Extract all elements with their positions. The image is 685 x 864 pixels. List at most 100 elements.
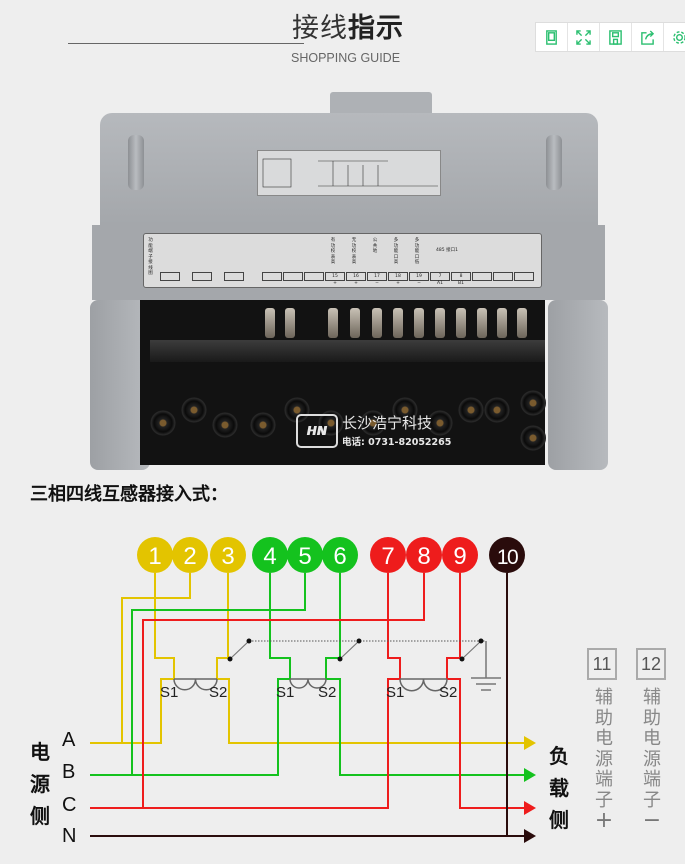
ct-s2-label: S2 <box>318 684 336 701</box>
polarity: B1 <box>458 281 464 286</box>
aux-label-char: 源 <box>595 748 613 770</box>
source-line-b <box>90 678 290 776</box>
terminal-5 <box>287 537 323 573</box>
source-line-c <box>90 678 400 809</box>
phase-label-b: B <box>62 761 76 783</box>
switch-blade <box>339 640 360 660</box>
tablet-icon[interactable] <box>536 23 568 51</box>
ct-s1-wire-b <box>269 573 291 679</box>
aux-label-char: 端 <box>595 769 613 790</box>
aux-terminal-11: 11 <box>587 648 617 680</box>
terminal-box <box>472 272 492 281</box>
terminal-4 <box>252 537 288 573</box>
terminal-7 <box>370 537 406 573</box>
aux-label-char: 电 <box>643 728 661 749</box>
aux-label-char: 助 <box>643 707 661 729</box>
terminal-1 <box>137 537 173 573</box>
terminal-hole <box>181 397 207 423</box>
save-icon[interactable] <box>600 23 632 51</box>
aux-label-char: 助 <box>595 707 613 729</box>
load-line-b <box>326 678 524 776</box>
aux-label-plus: 辅助电源端子+ <box>593 687 615 833</box>
fullscreen-icon[interactable] <box>568 23 600 51</box>
polarity: + <box>354 281 358 286</box>
ct-s1-wire-a <box>154 573 175 679</box>
screw-terminal <box>393 308 403 338</box>
terminal-box <box>224 272 244 281</box>
screw-terminal <box>497 308 507 338</box>
screw-terminal <box>350 308 360 338</box>
strip-title: 功能端子接线图 <box>148 238 153 276</box>
screw-terminal <box>265 308 275 338</box>
title-light: 接线 <box>292 13 348 44</box>
ct-s1-label: S1 <box>276 684 294 701</box>
ct-s1-label: S1 <box>386 684 404 701</box>
ct-s2-label: S2 <box>439 684 457 701</box>
function-label: 公共地 <box>372 238 378 254</box>
arrow-b <box>524 768 536 782</box>
function-terminal-label: 功能端子接线图 有功校表高 无功校表高 公共地 多功能口高 多功能口低 485 … <box>143 233 542 288</box>
arrow-a <box>524 736 536 750</box>
polarity: + <box>396 281 400 286</box>
aux-label-char: 源 <box>643 748 661 770</box>
terminal-label: 7 <box>381 543 394 570</box>
terminal-label: 1 <box>148 543 161 570</box>
aux-sign-plus: + <box>594 808 614 833</box>
settings-icon[interactable] <box>664 23 685 51</box>
voltage-wire-b <box>131 573 306 775</box>
function-label: 有功校表高 <box>330 238 336 265</box>
function-label: 无功校表高 <box>351 238 357 265</box>
terminal-box <box>262 272 282 281</box>
phase-label-n: N <box>62 825 77 847</box>
terminal-label: 6 <box>333 543 346 570</box>
port-label: 485 接口1 <box>436 248 458 253</box>
voltage-wire-c <box>142 573 425 808</box>
terminal-box: 16 <box>346 272 366 281</box>
load-line-a <box>217 678 524 744</box>
aux-label-char: 辅 <box>595 687 613 708</box>
terminal-6 <box>322 537 358 573</box>
share-icon[interactable] <box>632 23 664 51</box>
aux-label-char: 子 <box>595 789 613 811</box>
phase-label-c: C <box>62 794 77 816</box>
switch-contact <box>356 638 362 644</box>
terminal-box: 15 <box>325 272 345 281</box>
page-subtitle: SHOPPING GUIDE <box>291 51 401 65</box>
aux-label-char: 子 <box>643 789 661 811</box>
terminal-box <box>493 272 513 281</box>
terminal-hole <box>520 425 546 451</box>
ct-coil-icon <box>399 678 448 692</box>
terminal-box: 19 <box>409 272 429 281</box>
switch-contact <box>459 656 465 662</box>
logo-name: 长沙浩宁科技 <box>342 414 433 432</box>
switch-contact <box>227 656 233 662</box>
terminal-label: 8 <box>417 543 430 570</box>
screw-terminal <box>372 308 382 338</box>
ct-s2-wire-b <box>325 573 341 679</box>
polarity: − <box>417 281 421 286</box>
aux-terminal-12: 12 <box>636 648 666 680</box>
ct-coil-icon <box>289 678 327 689</box>
screw-terminal <box>435 308 445 338</box>
terminal-cover <box>150 340 545 362</box>
screw-terminal <box>456 308 466 338</box>
screw-terminal <box>414 308 424 338</box>
terminal-label: 9 <box>453 543 466 570</box>
ct-s2-wire-c <box>446 573 461 679</box>
meter-post <box>128 135 144 190</box>
terminal-box <box>283 272 303 281</box>
ct-s2-wire-a <box>216 573 229 679</box>
screw-terminal <box>477 308 487 338</box>
terminal-box: 7 <box>430 272 450 281</box>
phase-label-a: A <box>62 729 76 751</box>
terminal-10 <box>489 537 525 573</box>
arrow-c <box>524 801 536 815</box>
terminal-hole <box>458 397 484 423</box>
terminal-label: 5 <box>298 543 311 570</box>
terminal-3 <box>210 537 246 573</box>
floating-toolbar <box>535 22 685 52</box>
screw-terminal <box>328 308 338 338</box>
meter-side-right <box>548 300 608 470</box>
